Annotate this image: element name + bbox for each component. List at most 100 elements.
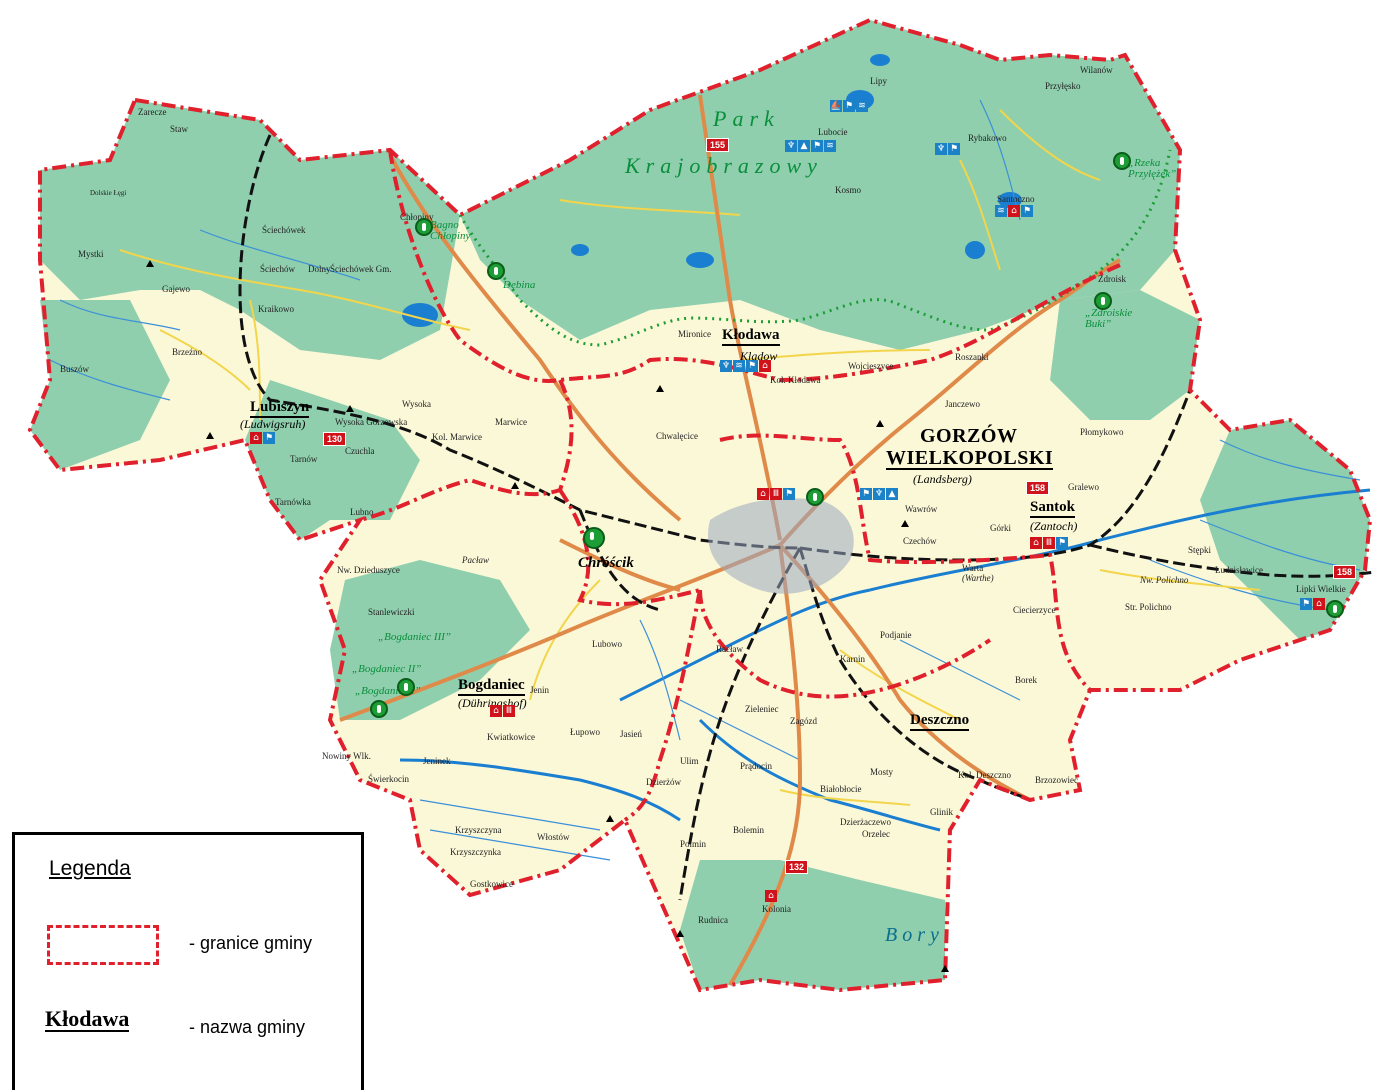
- place-label: Bolemin: [733, 825, 764, 835]
- place-label: Wojcieszyce: [848, 361, 894, 371]
- place-label: Zagózd: [790, 716, 817, 726]
- tourism-icons: ⌂Ⅲ: [490, 705, 515, 717]
- legend-gmina-sample: Kłodawa: [45, 1006, 130, 1033]
- tourism-icons: ⚑⌂: [1300, 598, 1325, 610]
- lodging-icon: ⌂: [757, 488, 769, 500]
- place-label: Lipy: [870, 76, 887, 86]
- place-label: Borek: [1015, 675, 1037, 685]
- reserve-label: Dębina: [503, 279, 536, 291]
- gmina-name-bogdaniec: Bogdaniec: [458, 678, 525, 696]
- place-label: Brzeźno: [172, 347, 202, 357]
- tourism-icons: ♆≋⚑⌂: [720, 360, 771, 372]
- place-label: Chwalęcice: [656, 431, 698, 441]
- road-number-shield: 130: [323, 432, 347, 446]
- place-label: Glinik: [930, 807, 954, 817]
- place-label: Polmin: [680, 839, 707, 849]
- place-label: Czechów: [903, 536, 937, 546]
- reserve-label: „Bogdaniec II”: [352, 663, 422, 675]
- tourism-icons: ⌂Ⅲ⚑: [757, 488, 795, 500]
- forest-label-bory: Bory: [885, 924, 944, 946]
- place-label: Kraikowo: [258, 304, 294, 314]
- place-label: Świerkocin: [368, 774, 409, 784]
- gmina-name-deszczno: Deszczno: [910, 713, 970, 731]
- tourism-icons: ⚑♆▲: [860, 488, 898, 500]
- place-label: Kolonia: [762, 904, 791, 914]
- river-label: Warta: [962, 563, 984, 573]
- place-label: Kol. Marwice: [432, 432, 482, 442]
- nature-reserve-icon: [415, 218, 433, 236]
- tourism-icons: ⌂: [765, 890, 777, 902]
- place-label: Płomykowo: [1080, 427, 1124, 437]
- place-label: Lubocie: [818, 127, 848, 137]
- gmina-name-santok: Santok: [1030, 500, 1076, 518]
- swim-icon: ≋: [995, 205, 1007, 217]
- restaurant-icon: ♆: [873, 488, 885, 500]
- gmina-borders: [27, 17, 1373, 993]
- place-label: Jasień: [620, 729, 642, 739]
- gmina-name-lubiszyn: Lubiszyn: [250, 400, 310, 418]
- museum-icon: Ⅲ: [1043, 537, 1055, 549]
- place-label: Racław: [716, 644, 743, 654]
- road-number-shield: 158: [1333, 565, 1357, 579]
- nature-reserve-icon: [370, 700, 388, 718]
- museum-icon: Ⅲ: [503, 705, 515, 717]
- place-label: Wysoka Gorzowska: [335, 417, 408, 427]
- gmina-name-klodawa: Kłodawa: [722, 328, 780, 346]
- place-label: Mystki: [78, 249, 104, 259]
- place-label: Orzelec: [862, 829, 890, 839]
- place-label: Ulim: [680, 756, 699, 766]
- place-label: Dzierżaczewo: [840, 817, 891, 827]
- place-label: Krzyszczynka: [450, 847, 501, 857]
- restaurant-icon: ♆: [935, 143, 947, 155]
- place-label: Nw. Polichno: [1140, 575, 1189, 585]
- place-label: Białobłocie: [820, 784, 862, 794]
- tourism-icons: ♆⚑: [935, 143, 960, 155]
- city-german-name: (Landsberg): [913, 472, 972, 486]
- tourism-icons: ⌂⚑: [250, 432, 275, 444]
- nature-reserve-icon: [583, 527, 605, 549]
- reserve-label: Bagno Chłopiny: [430, 219, 471, 242]
- place-label: Lipki Wielkie: [1296, 584, 1346, 594]
- place-label: Kol. Deszczno: [958, 770, 1011, 780]
- hiking-icon: ⚑: [1021, 205, 1033, 217]
- place-label: Nowiny Wlk.: [322, 751, 371, 761]
- hiking-icon: ⚑: [948, 143, 960, 155]
- park-label-2: Krajobrazowy: [625, 153, 823, 178]
- minor-rivers: [49, 99, 1361, 861]
- place-label: Przyłęsko: [1045, 81, 1081, 91]
- river-label: (Warthe): [962, 573, 994, 583]
- place-label: Staw: [170, 124, 188, 134]
- place-label: Marwice: [495, 417, 527, 427]
- nature-reserve-icon: [397, 678, 415, 696]
- place-label: Wysoka: [402, 399, 431, 409]
- lodging-icon: ⌂: [1030, 537, 1042, 549]
- nature-reserve-icon: [1326, 600, 1344, 618]
- hiking-icon: ⚑: [263, 432, 275, 444]
- museum-icon: Ⅲ: [770, 488, 782, 500]
- place-label: Łupowo: [570, 727, 600, 737]
- place-label: Mironice: [678, 329, 711, 339]
- lakes: [402, 54, 1022, 327]
- place-label: Kol. Kłodawa: [770, 375, 821, 385]
- hiking-icon: ⚑: [1056, 537, 1068, 549]
- nature-reserve-icon: [806, 488, 824, 506]
- city-name-line1: GORZÓW: [920, 425, 1018, 447]
- reserve-label: „Bogdaniec III”: [378, 631, 452, 643]
- place-label: Ludzisławice: [1215, 565, 1263, 575]
- restaurant-icon: ♆: [785, 140, 797, 152]
- place-label: Roszanki: [955, 352, 989, 362]
- city-name-line2: WIELKOPOLSKI: [886, 447, 1054, 470]
- legend-name-desc: - nazwa gminy: [189, 1017, 306, 1037]
- boat-icon: ⛵: [830, 100, 842, 112]
- gmina-german-klodawa: Kladow: [740, 349, 778, 363]
- place-label: Str. Polichno: [1125, 602, 1172, 612]
- gmina-german-lubiszyn: (Ludwigsruh): [240, 417, 306, 431]
- peak-markers: [146, 260, 949, 972]
- place-label: Czuchla: [345, 446, 375, 456]
- place-label: Ciecierzyce: [1013, 605, 1056, 615]
- restaurant-icon: ♆: [720, 360, 732, 372]
- place-label: Chłopiny: [400, 212, 434, 222]
- hiking-icon: ⚑: [783, 488, 795, 500]
- hiking-icon: ⚑: [811, 140, 823, 152]
- place-label: Tarnów: [290, 454, 318, 464]
